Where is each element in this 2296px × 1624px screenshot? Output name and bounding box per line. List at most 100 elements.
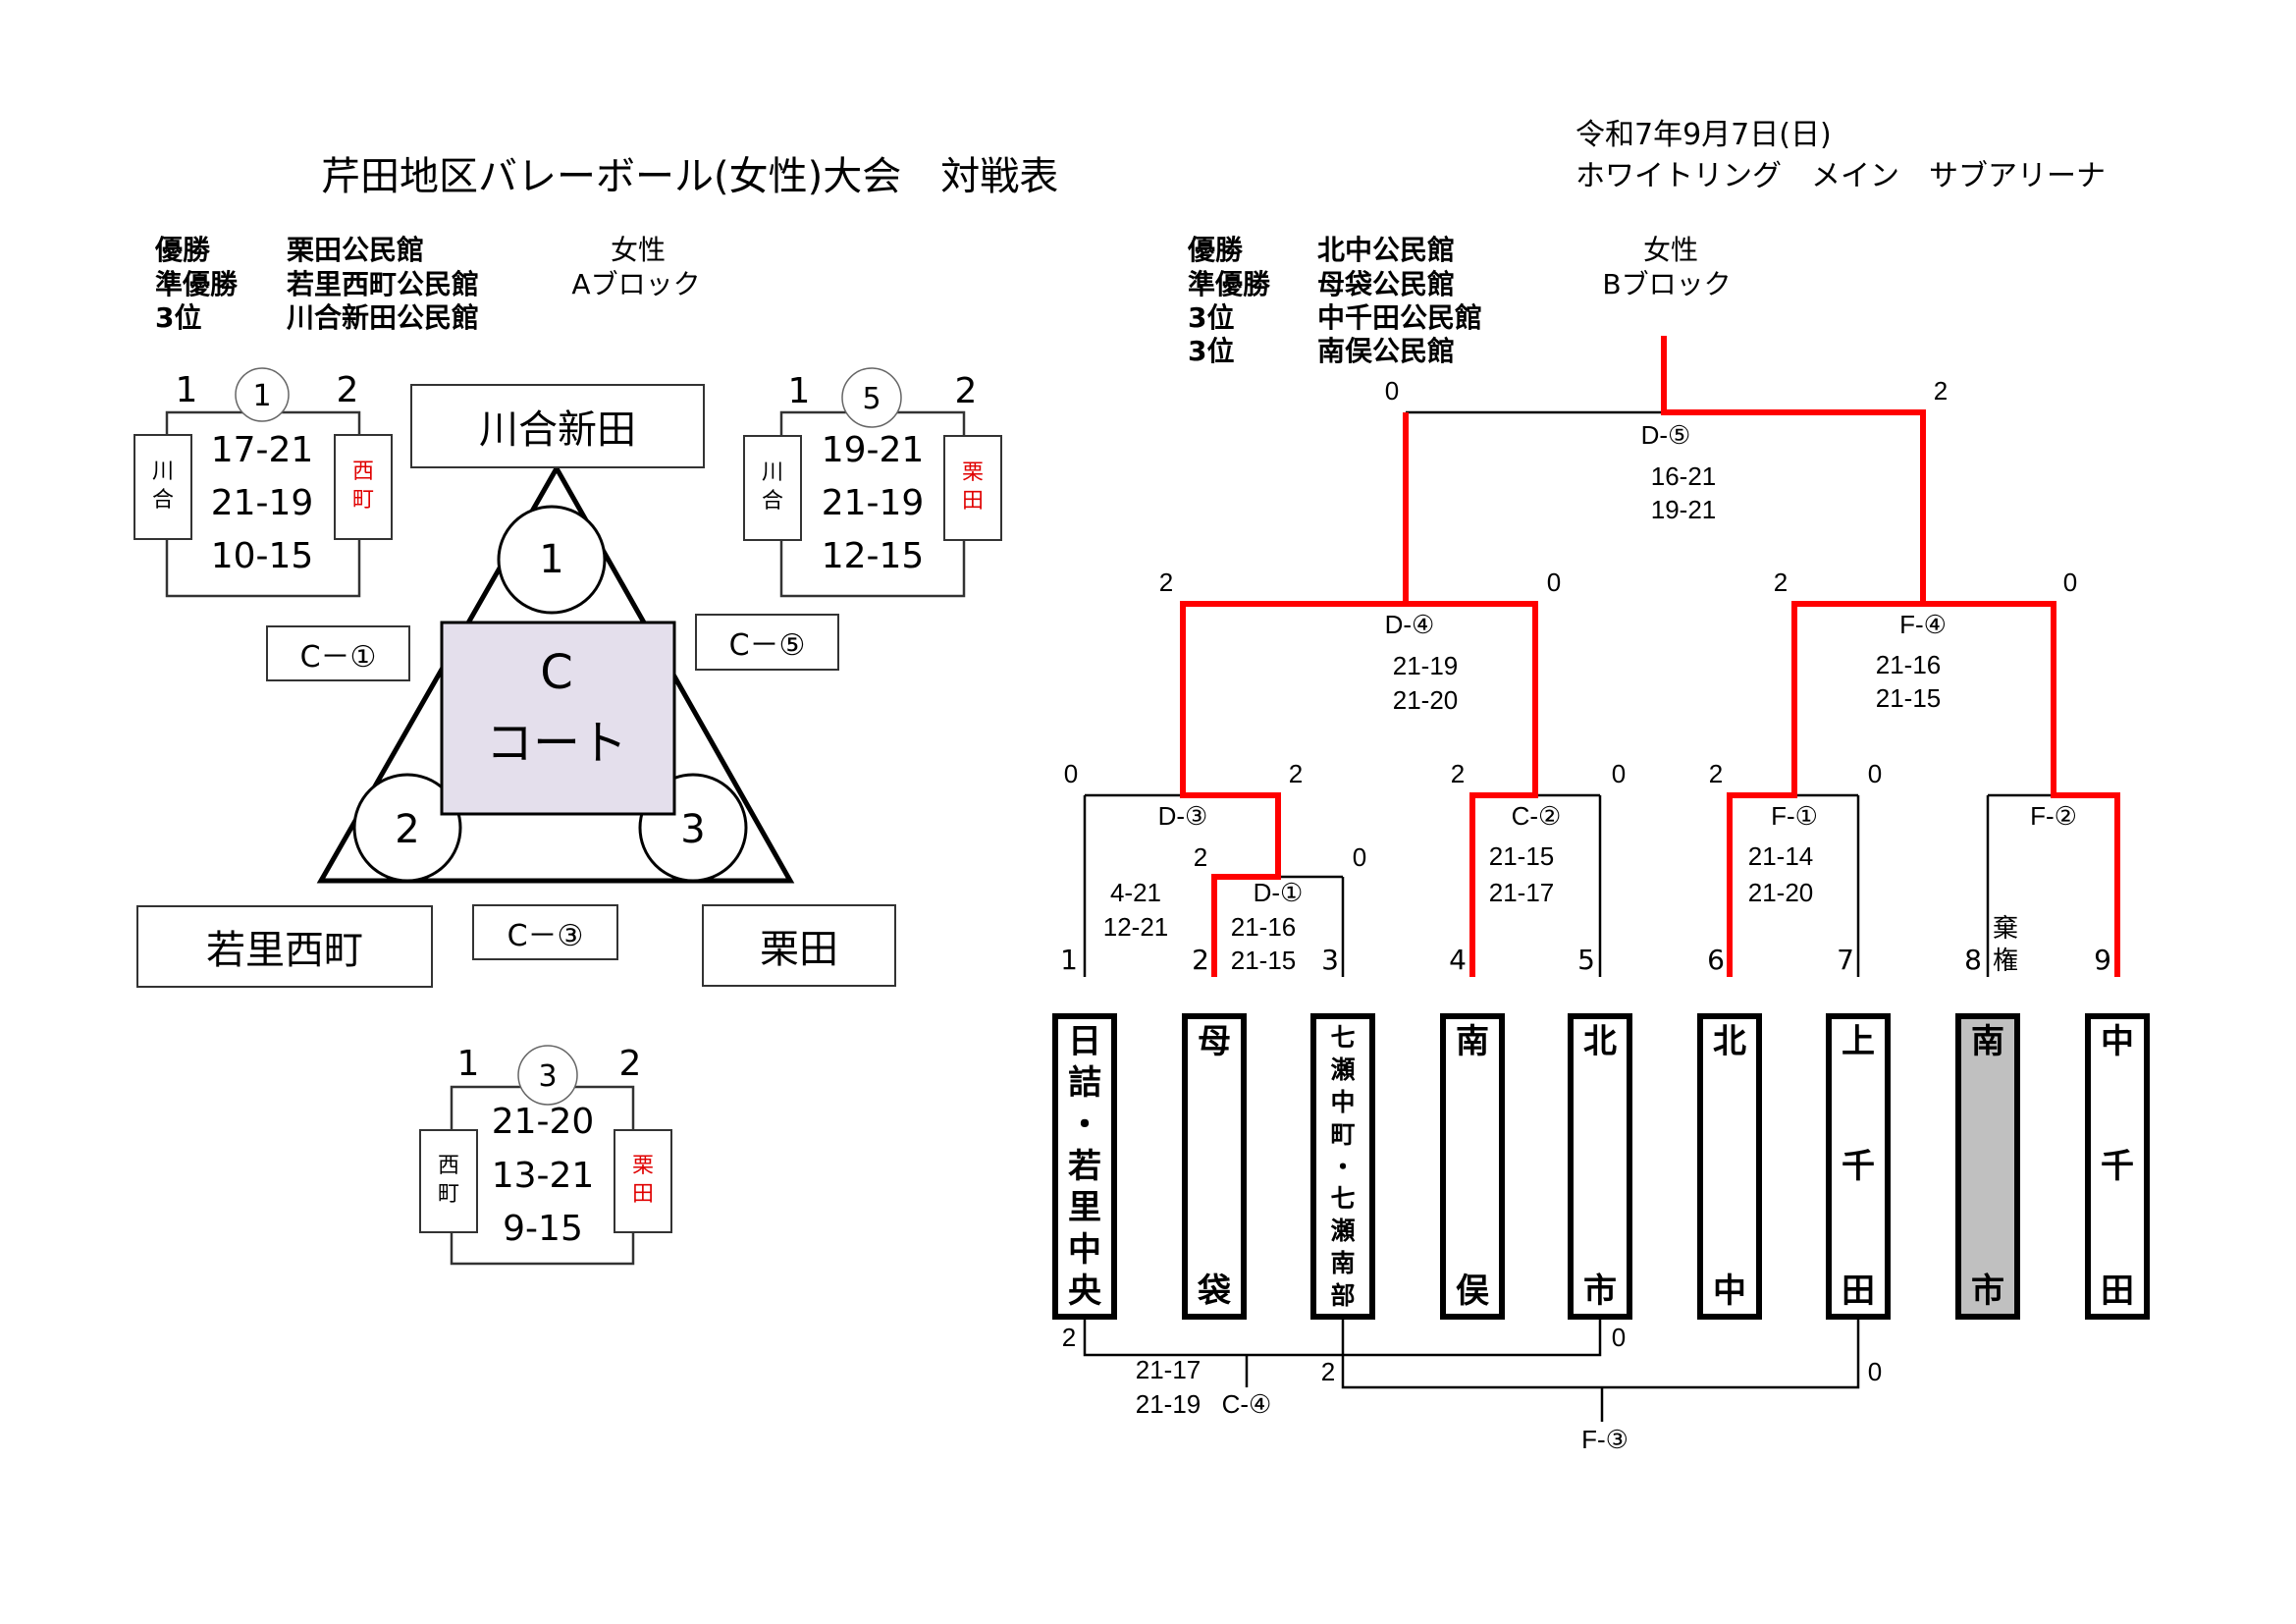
team-name-char: 部 <box>1330 1281 1356 1310</box>
team-name: 栗田 <box>760 927 838 972</box>
vertex-circle-2 <box>352 773 462 883</box>
set-count: 2 <box>1933 376 1949 406</box>
team-name-char: 町 <box>1330 1119 1356 1149</box>
leaf-number: 8 <box>1964 944 1982 976</box>
team-name-char: 七 <box>1330 1023 1356 1052</box>
set-count: 2 <box>1320 1357 1336 1386</box>
set-score: 21-20 <box>1392 685 1459 715</box>
match-label-c3: C－③ <box>472 904 618 960</box>
left-team-box: 川合 <box>133 434 192 540</box>
match-number: 1 <box>252 379 272 413</box>
set-count: 0 <box>1384 376 1400 406</box>
team-name-char: 瀬 <box>1330 1217 1356 1246</box>
set-score: 21-19 <box>210 483 314 523</box>
side-number: 1 <box>787 371 811 411</box>
team-char: 栗 <box>961 460 984 486</box>
side-number: 1 <box>456 1044 480 1084</box>
set-score: 21-16 <box>1230 912 1297 942</box>
set-count: 0 <box>1611 759 1627 788</box>
leaf-number: 3 <box>1321 944 1339 976</box>
match-label: C-④ <box>1221 1389 1272 1419</box>
match-label: C－③ <box>507 918 584 953</box>
set-count: 2 <box>1061 1323 1077 1352</box>
set-count: 0 <box>1546 568 1562 597</box>
team-name-char: 田 <box>2101 1272 2134 1311</box>
match-number-circle <box>841 367 902 428</box>
match-label: D-④ <box>1384 610 1435 639</box>
team-name-char: ・ <box>1330 1152 1356 1181</box>
team-name-char: 日 <box>1068 1022 1101 1061</box>
team-name-char: 中 <box>1068 1229 1101 1270</box>
set-score: 10-15 <box>210 536 314 576</box>
set-score: 21-15 <box>1488 841 1555 871</box>
set-score: 16-21 <box>1650 461 1717 491</box>
block-a-gender: 女性 <box>610 234 667 266</box>
side-number: 2 <box>954 371 978 411</box>
match-number: 5 <box>862 382 881 416</box>
team-name-char: 母 <box>1198 1022 1231 1061</box>
team-name-char: 袋 <box>1198 1272 1231 1311</box>
team-name-char: 俣 <box>1456 1272 1489 1311</box>
ranking-place: 優勝 <box>1188 234 1244 266</box>
match-number-circle <box>517 1045 578 1106</box>
event-venue: ホワイトリング メイン サブアリーナ <box>1575 159 2106 193</box>
ranking-team: 母袋公民館 <box>1317 268 1456 300</box>
ranking-place: 優勝 <box>155 234 211 266</box>
leaf-number: 2 <box>1192 944 1209 976</box>
set-count: 0 <box>1063 759 1079 788</box>
team-char: 町 <box>437 1182 459 1207</box>
match-label: D-① <box>1253 878 1304 907</box>
match-label: F-① <box>1771 801 1818 831</box>
vertex-number: 2 <box>395 807 420 852</box>
match-label: F-③ <box>1581 1425 1629 1454</box>
set-score: 12-21 <box>1102 912 1169 942</box>
match-label-c1: C－① <box>266 625 410 681</box>
team-name-char: ・ <box>1068 1105 1101 1145</box>
match-label: F-④ <box>1899 610 1947 639</box>
set-count: 2 <box>1158 568 1174 597</box>
forfeit-note: 棄 <box>1992 913 2019 943</box>
team-char: 田 <box>961 489 984 514</box>
team-name-char: 南 <box>1330 1249 1356 1278</box>
team-name-char: 北 <box>1713 1022 1746 1061</box>
right-team-box-winner: 西町 <box>334 434 393 540</box>
side-number: 2 <box>618 1044 642 1084</box>
ranking-team: 中千田公民館 <box>1317 301 1483 334</box>
set-count: 0 <box>2062 568 2078 597</box>
team-name-char: 南 <box>1971 1022 2004 1061</box>
team-box: 七瀬中町・七瀬南部 <box>1310 1013 1375 1320</box>
team-box-right: 栗田 <box>702 904 896 987</box>
team-name: 若里西町 <box>206 928 363 973</box>
team-box-left: 若里西町 <box>136 905 433 988</box>
team-name-char: 田 <box>1842 1272 1875 1311</box>
team-name-char: 瀬 <box>1330 1055 1356 1084</box>
set-score: 21-20 <box>1747 878 1814 907</box>
team-name-char: 千 <box>2101 1147 2134 1186</box>
team-name-char: 中 <box>2101 1022 2134 1061</box>
set-score: 21-15 <box>1230 946 1297 975</box>
team-char: 町 <box>351 488 374 513</box>
set-score: 21-19 <box>1135 1389 1201 1419</box>
vertex-number: 3 <box>680 807 706 852</box>
block-b-gender: 女性 <box>1642 234 1699 266</box>
set-score: 21-15 <box>1875 683 1942 713</box>
court-box <box>440 621 676 816</box>
team-box: 南俣 <box>1440 1013 1505 1320</box>
ranking-place: 3位 <box>1188 335 1235 367</box>
set-score: 19-21 <box>1650 495 1717 524</box>
team-name-char: 里 <box>1068 1188 1101 1228</box>
leaf-number: 7 <box>1837 944 1854 976</box>
set-count: 2 <box>1193 842 1208 872</box>
set-count: 2 <box>1773 568 1789 597</box>
team-char: 合 <box>761 489 783 514</box>
team-box: 上千田 <box>1826 1013 1891 1320</box>
set-count: 0 <box>1867 759 1883 788</box>
match-number-circle <box>235 367 290 422</box>
left-team-box: 川合 <box>743 435 802 541</box>
match-label: C－① <box>299 639 377 675</box>
set-score: 21-17 <box>1488 878 1555 907</box>
ranking-team: 栗田公民館 <box>287 234 425 266</box>
set-score: 17-21 <box>210 430 314 470</box>
ranking-team: 若里西町公民館 <box>287 268 480 300</box>
